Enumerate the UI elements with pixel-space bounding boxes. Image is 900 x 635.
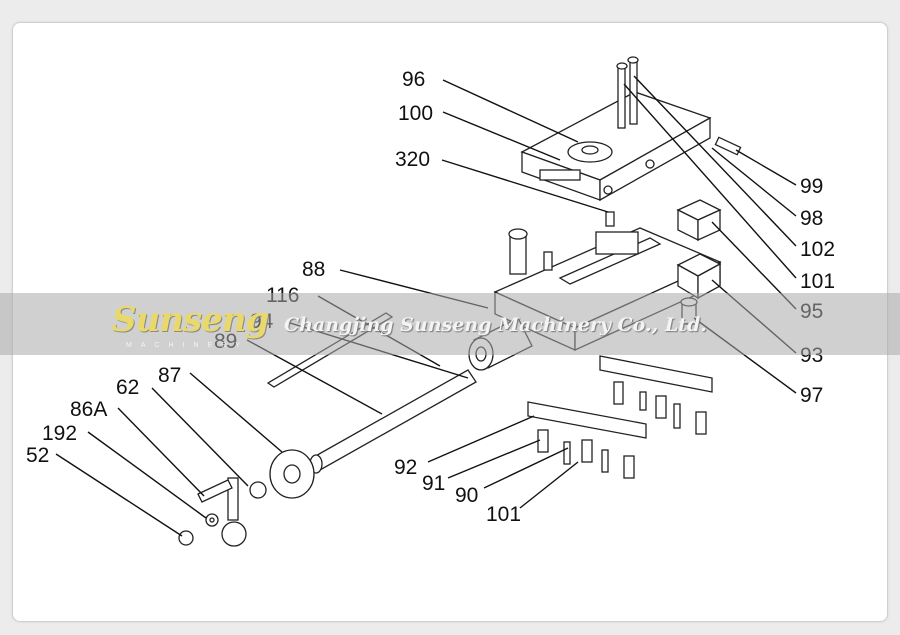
watermark-brand-sub: MACHINERY (126, 342, 249, 349)
callout-101-top: 101 (800, 270, 835, 293)
part-handle-62 (197, 477, 267, 547)
part-pin-99 (714, 136, 742, 156)
callout-98: 98 (800, 207, 823, 230)
callout-52: 52 (26, 444, 49, 467)
callout-96: 96 (402, 68, 425, 91)
part-screw-52 (178, 530, 194, 546)
part-washer-192 (205, 513, 219, 527)
callout-88: 88 (302, 258, 325, 281)
callout-92: 92 (394, 456, 417, 479)
callout-86a: 86A (70, 398, 107, 421)
callout-102: 102 (800, 238, 835, 261)
part-bolts-right (613, 381, 707, 435)
part-screws-top (616, 56, 639, 129)
callout-99: 99 (800, 175, 823, 198)
callout-62: 62 (116, 376, 139, 399)
watermark-banner (0, 293, 900, 355)
part-block-93 (676, 253, 722, 300)
callout-101-bottom: 101 (486, 503, 521, 526)
callout-87: 87 (158, 364, 181, 387)
callout-320: 320 (395, 148, 430, 171)
callout-91: 91 (422, 472, 445, 495)
part-handwheel-87 (269, 449, 315, 499)
part-lead-screw (309, 369, 477, 474)
part-strip-right (599, 355, 713, 393)
callout-100: 100 (398, 102, 433, 125)
part-top-block (520, 91, 712, 202)
part-bolts-left (537, 429, 635, 479)
watermark-brand-logo: Sunseng (112, 300, 269, 340)
watermark-company-name: Changjing Sunseng Machinery Co., Ltd. (284, 314, 707, 336)
callout-97: 97 (800, 384, 823, 407)
part-strip-left (527, 401, 647, 439)
callout-192: 192 (42, 422, 77, 445)
callout-90: 90 (455, 484, 478, 507)
part-block-95 (676, 199, 722, 242)
